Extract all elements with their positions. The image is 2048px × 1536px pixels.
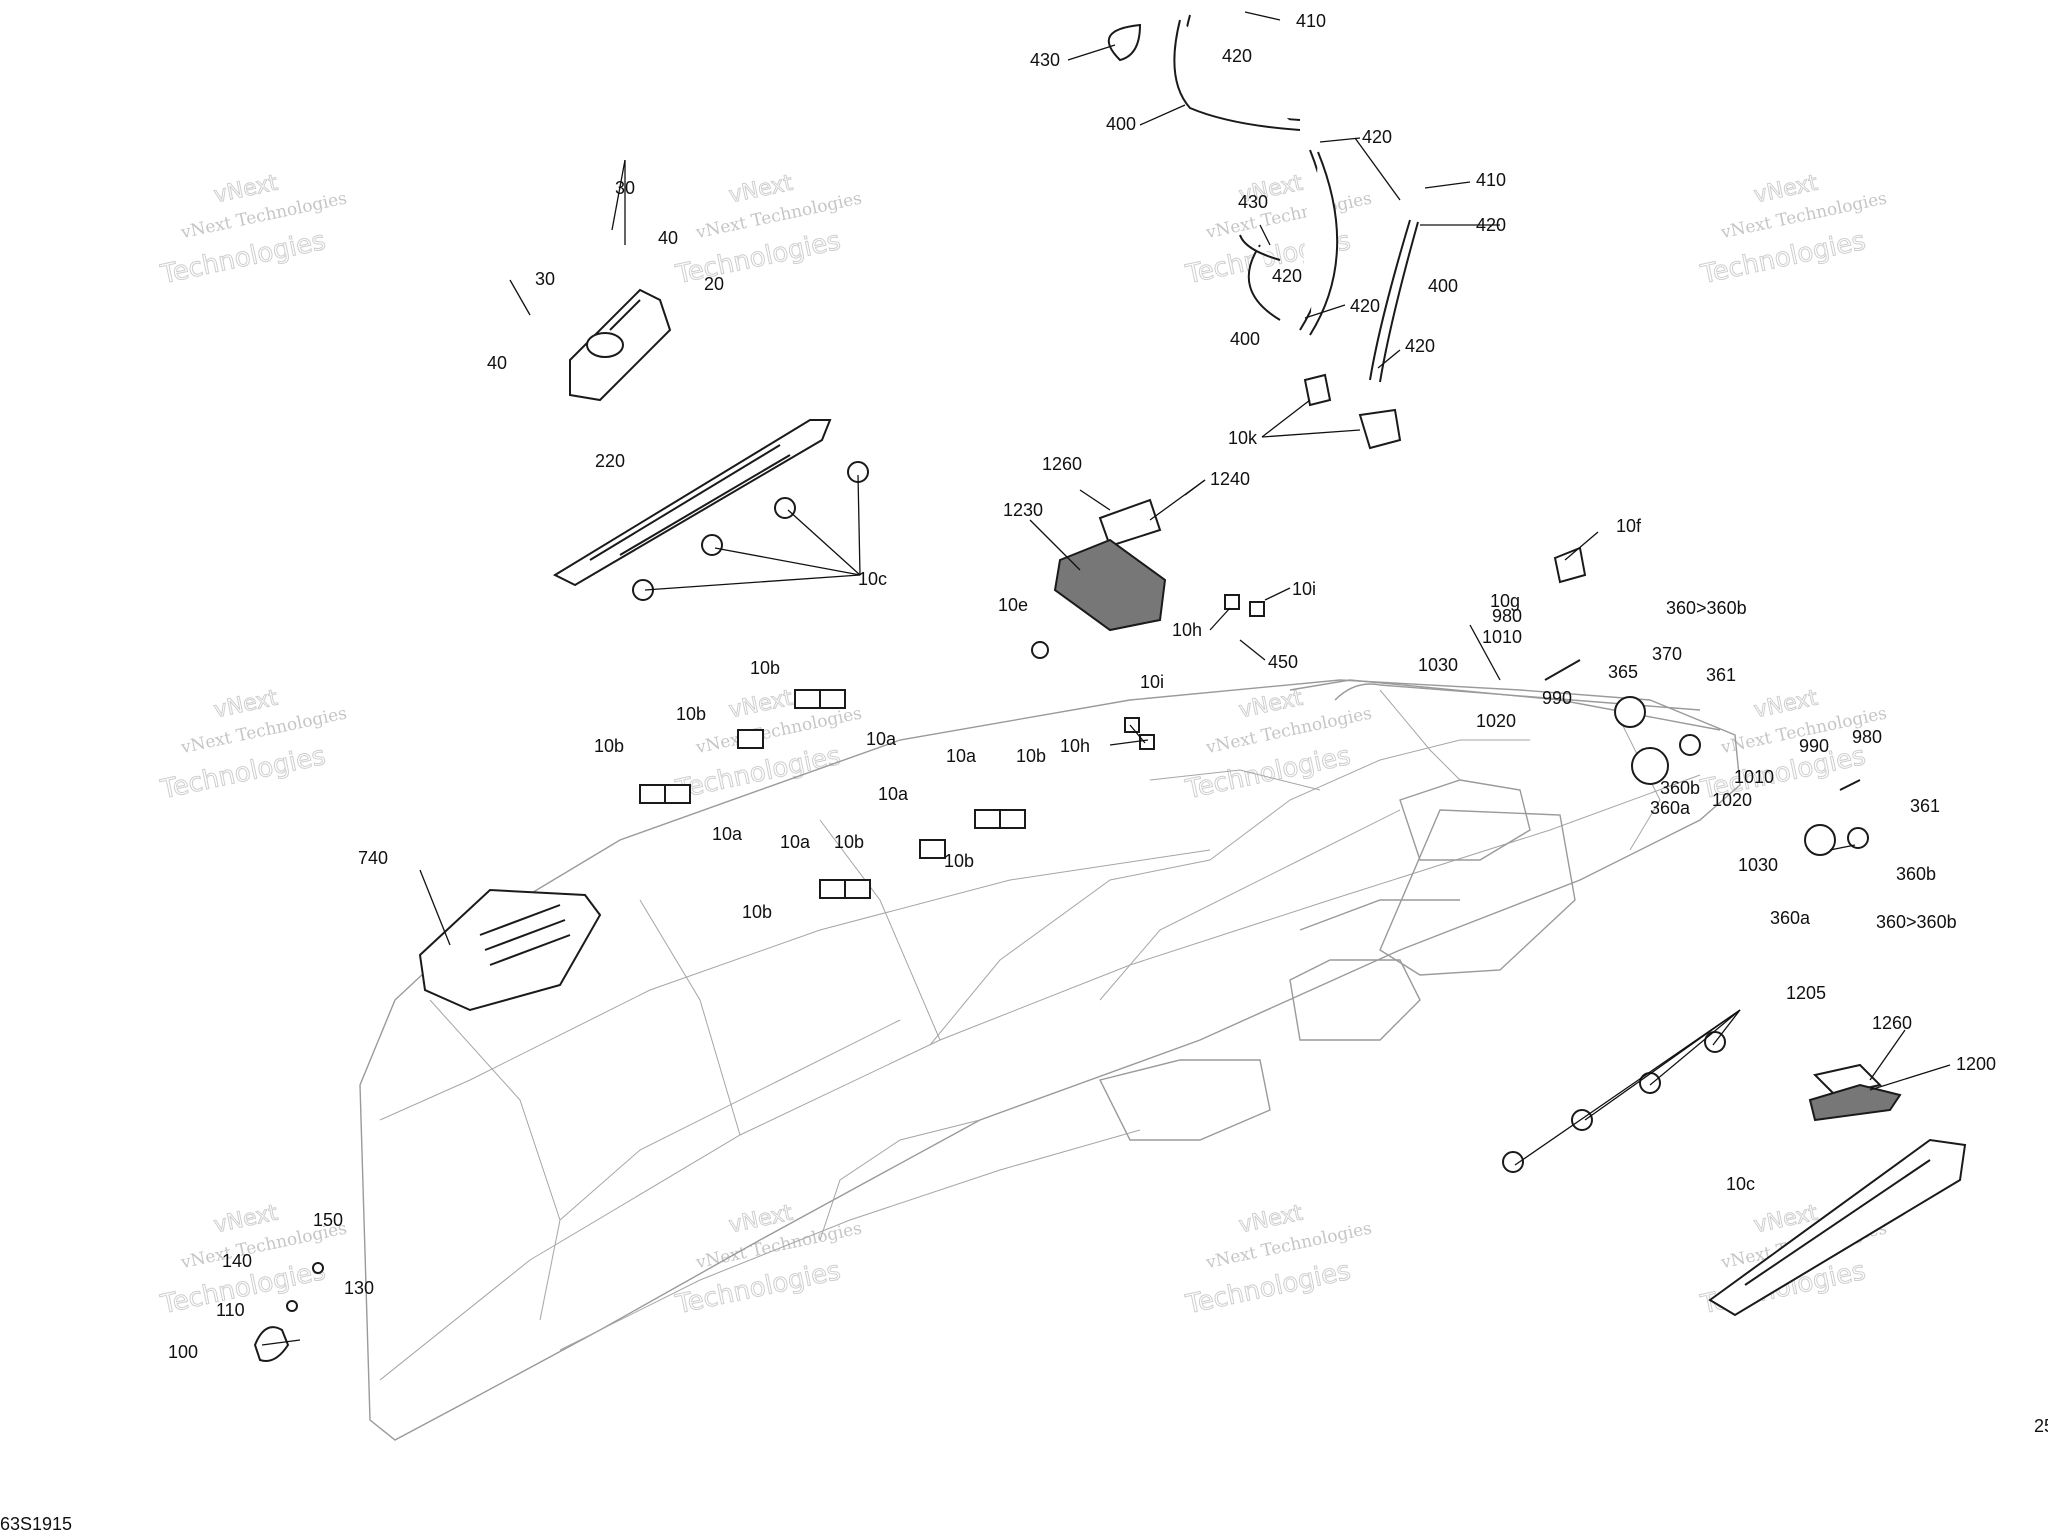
callout-label-l360a1: 360>360b [1666, 598, 1747, 618]
callout-label-l10cb: 10c [1726, 1174, 1755, 1194]
watermark-brand: vNext [727, 1201, 795, 1239]
watermark-brand: vNext [212, 1201, 280, 1239]
callout-label-l10i: 10i [1292, 579, 1316, 599]
callout-label-l365: 365 [1608, 662, 1638, 682]
callout-label-l1205: 1205 [1786, 983, 1826, 1003]
callout-label-l10ia: 10i [1140, 672, 1164, 692]
watermark-brand: vNext [727, 171, 795, 209]
callout-label-l10h: 10h [1172, 620, 1202, 640]
callout-label-l10a4: 10a [878, 784, 909, 804]
callout-label-l130: 130 [344, 1278, 374, 1298]
callout-label-l1030a: 1030 [1418, 655, 1458, 675]
callout-label-l400b: 400 [1230, 329, 1260, 349]
callout-label-l25: 25 [2034, 1416, 2048, 1436]
callout-label-l1010a: 1010 [1482, 627, 1522, 647]
callout-label-l10b4: 10b [1016, 746, 1046, 766]
callout-label-l110: 110 [216, 1300, 245, 1320]
callout-label-l1020b: 1020 [1712, 790, 1752, 810]
callout-label-l10f: 10f [1616, 516, 1642, 536]
watermark-brand: vNext [1752, 171, 1820, 209]
callout-label-l1230: 1230 [1003, 500, 1043, 520]
callout-label-l1260a: 1260 [1042, 454, 1082, 474]
callout-label-l400c: 400 [1428, 276, 1458, 296]
callout-label-l420a: 420 [1222, 46, 1252, 66]
watermark-brand: vNext [212, 686, 280, 724]
callout-label-l420c: 420 [1476, 215, 1506, 235]
callout-label-l360bb: 360b [1896, 864, 1936, 884]
hull-wireframe [359, 679, 1741, 1441]
callout-label-l30b: 30 [535, 269, 555, 289]
callout-label-l10a1: 10a [866, 729, 897, 749]
callout-label-l10b1: 10b [750, 658, 780, 678]
callout-label-l1240: 1240 [1210, 469, 1250, 489]
callout-label-l360ba: 360b [1660, 778, 1700, 798]
callout-label-l430b: 430 [1238, 192, 1268, 212]
callout-label-l10k: 10k [1228, 428, 1258, 448]
parts [253, 14, 1967, 1362]
callout-label-l140: 140 [222, 1251, 252, 1271]
callout-label-l420b: 420 [1362, 127, 1392, 147]
callout-label-l10b7: 10b [742, 902, 772, 922]
leader-lines [261, 11, 1951, 1346]
callout-label-l30a: 30 [615, 178, 635, 198]
callout-label-l10b2: 10b [676, 704, 706, 724]
callout-label-l10e: 10e [998, 595, 1028, 615]
callout-label-l420d: 420 [1272, 266, 1302, 286]
callout-label-l1260b: 1260 [1872, 1013, 1912, 1033]
callout-label-l360ab: 360a [1770, 908, 1811, 928]
callout-label-l370: 370 [1652, 644, 1682, 664]
callout-label-l1010b: 1010 [1734, 767, 1774, 787]
part-callout-labels: 430 420 410 400 420 410 420 430 420 400 420 400 420 1… [168, 11, 2048, 1436]
callout-label-l360aa: 360a [1650, 798, 1691, 818]
callout-label-l400a: 400 [1106, 114, 1136, 134]
callout-label-l450: 450 [1268, 652, 1298, 672]
watermark-brand: vNext [1237, 1201, 1305, 1239]
callout-label-l740: 740 [358, 848, 388, 868]
callout-label-l1200: 1200 [1956, 1054, 1996, 1074]
callout-label-l10ha: 10h [1060, 736, 1090, 756]
callout-label-l150: 150 [313, 1210, 343, 1230]
callout-label-l10b5: 10b [834, 832, 864, 852]
callout-label-l10g: 10g [1490, 591, 1520, 611]
watermark-brand: vNext [1237, 686, 1305, 724]
watermark-brand: vNext [727, 686, 795, 724]
callout-label-l40b: 40 [487, 353, 507, 373]
callout-label-l990a: 990 [1542, 688, 1572, 708]
callout-label-l100: 100 [168, 1342, 198, 1362]
callout-label-l1020a: 1020 [1476, 711, 1516, 731]
callout-label-l20: 20 [704, 274, 724, 294]
callout-label-l220: 220 [595, 451, 625, 471]
callout-label-l980a: 980 [1492, 606, 1522, 626]
callout-label-l360a2: 360>360b [1876, 912, 1957, 932]
callout-label-l361a: 361 [1706, 665, 1736, 685]
callout-label-l10a5: 10a [780, 832, 811, 852]
watermark-brand: vNext [212, 171, 280, 209]
callout-label-l1030b: 1030 [1738, 855, 1778, 875]
callout-label-l361b: 361 [1910, 796, 1940, 816]
diagram-reference-code: 63S1915 [0, 1514, 72, 1534]
watermark-brand: vNext [1752, 686, 1820, 724]
callout-label-l10a2: 10a [712, 824, 743, 844]
callout-label-l420e: 420 [1350, 296, 1380, 316]
callout-label-l10ca: 10c [858, 569, 887, 589]
callout-label-l40a: 40 [658, 228, 678, 248]
callout-label-l990b: 990 [1799, 736, 1829, 756]
callout-label-l10b3: 10b [594, 736, 624, 756]
callout-label-l410a: 410 [1296, 11, 1326, 31]
callout-label-l420f: 420 [1405, 336, 1435, 356]
callout-label-l430a: 430 [1030, 50, 1060, 70]
callout-label-l10b6: 10b [944, 851, 974, 871]
callout-label-l980b: 980 [1852, 727, 1882, 747]
callout-label-l410b: 410 [1476, 170, 1506, 190]
callout-label-l10a3: 10a [946, 746, 977, 766]
